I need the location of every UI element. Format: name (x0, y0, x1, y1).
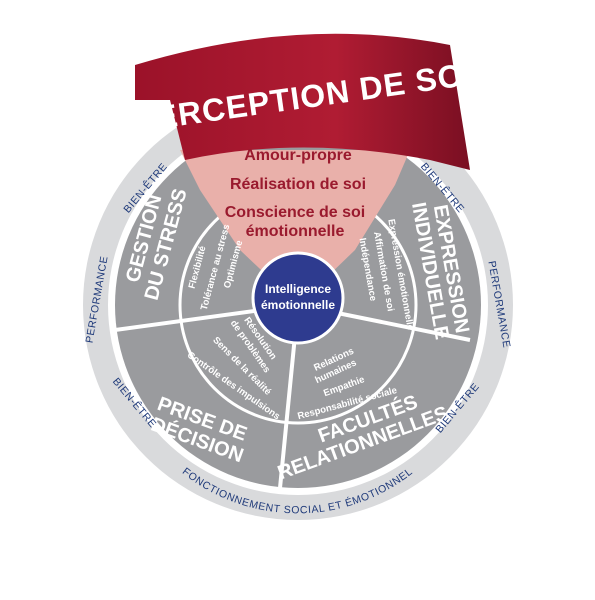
perception-item-3: Conscience de soi (225, 204, 366, 221)
perception-item-1: Amour-propre (244, 147, 352, 164)
perception-item-4: émotionnelle (246, 223, 345, 240)
perception-banner (135, 33, 470, 170)
center-line2: émotionnelle (261, 298, 335, 312)
perception-wedge (180, 150, 410, 305)
center-line1: Intelligence (265, 282, 331, 296)
perception-item-2: Réalisation de soi (230, 176, 366, 193)
center-circle (251, 251, 345, 345)
